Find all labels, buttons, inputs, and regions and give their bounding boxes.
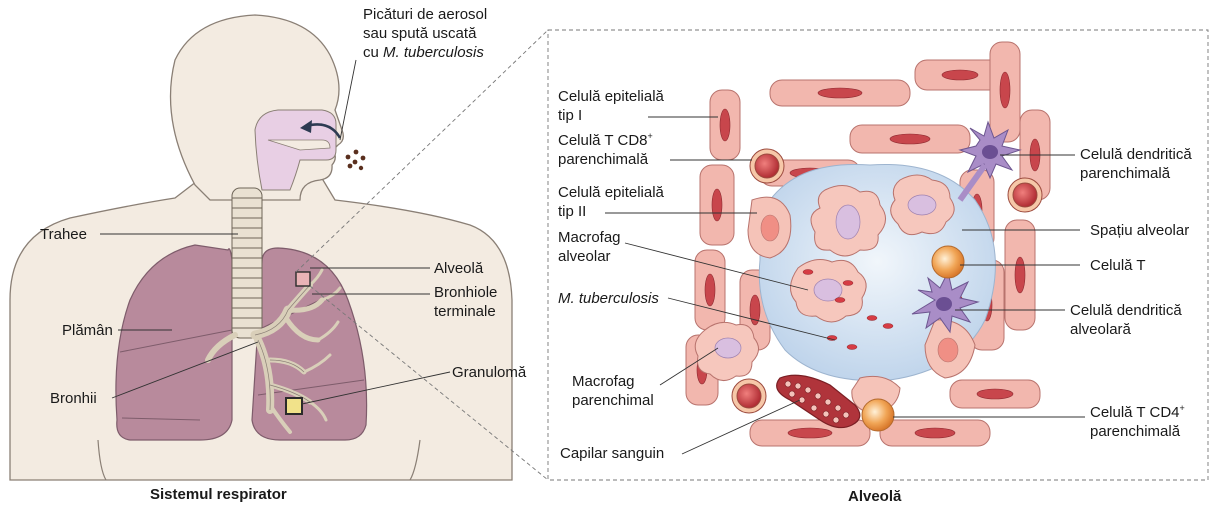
title-respiratory: Sistemul respirator — [150, 486, 287, 503]
trachea — [232, 188, 262, 338]
label-lung: Plămân — [62, 322, 113, 340]
label-alveolar-space: Spațiu alveolar — [1090, 222, 1189, 240]
label-cd8-text: Celulă T CD8 — [558, 132, 648, 149]
label-cd8-a: Celulă T CD8+ — [558, 132, 653, 150]
label-dendritic-par-b: parenchimală — [1080, 165, 1170, 183]
aerosol-droplets — [346, 150, 366, 171]
label-bronchioles-2: terminale — [434, 303, 496, 321]
label-dendritic-alv-b: alveolară — [1070, 321, 1131, 339]
label-alveolus: Alveolă — [434, 260, 483, 278]
label-mtb: M. tuberculosis — [558, 290, 659, 308]
alveolus-marker — [296, 272, 310, 286]
granuloma-marker — [286, 398, 302, 414]
label-macrophage-alv-b: alveolar — [558, 248, 611, 266]
label-epithelial-2-b: tip II — [558, 203, 586, 221]
label-granuloma: Granulomă — [452, 364, 526, 382]
label-bronchioles-1: Bronhiole — [434, 284, 497, 302]
label-cd8-sup: + — [648, 131, 653, 141]
label-capillary: Capilar sanguin — [560, 445, 664, 463]
label-macrophage-alv-a: Macrofag — [558, 229, 621, 247]
label-mtb-italic: M. tuberculosis — [558, 290, 659, 307]
label-macrophage-par-b: parenchimal — [572, 392, 654, 410]
label-cd4-a: Celulă T CD4+ — [1090, 404, 1185, 422]
head — [171, 15, 344, 200]
label-dendritic-par-a: Celulă dendritică — [1080, 146, 1192, 164]
label-aerosol-3: cu M. tuberculosis — [363, 44, 484, 62]
label-macrophage-par-a: Macrofag — [572, 373, 635, 391]
label-epithelial-2-a: Celulă epitelială — [558, 184, 664, 202]
label-cd8-b: parenchimală — [558, 151, 648, 169]
label-aerosol-3-italic: M. tuberculosis — [383, 44, 484, 61]
label-cd4-text: Celulă T CD4 — [1090, 404, 1180, 421]
label-cd4-sup: + — [1180, 403, 1185, 413]
label-t-cell: Celulă T — [1090, 257, 1146, 275]
label-bronchi: Bronhii — [50, 390, 97, 408]
label-epithelial-1-a: Celulă epitelială — [558, 88, 664, 106]
alveolus-detail — [605, 42, 1085, 454]
label-trachea: Trahee — [40, 226, 87, 244]
label-cd4-b: parenchimală — [1090, 423, 1180, 441]
label-dendritic-alv-a: Celulă dendritică — [1070, 302, 1182, 320]
label-aerosol-3-prefix: cu — [363, 44, 383, 61]
label-aerosol-2: sau spută uscată — [363, 25, 476, 43]
label-aerosol-1: Picături de aerosol — [363, 6, 487, 24]
label-epithelial-1-b: tip I — [558, 107, 582, 125]
title-alveolus: Alveolă — [848, 488, 901, 505]
human-figure — [10, 15, 512, 480]
